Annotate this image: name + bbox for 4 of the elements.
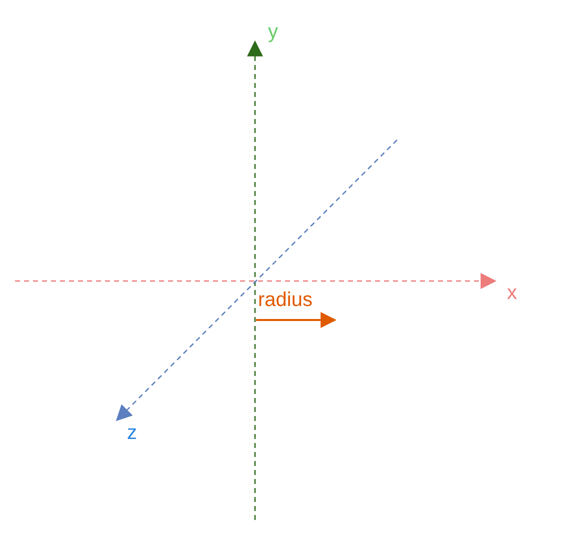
axis-label: y xyxy=(268,22,278,42)
axis-label: x xyxy=(507,283,517,303)
axis-label: z xyxy=(127,423,137,443)
radius-label: radius xyxy=(258,290,312,310)
